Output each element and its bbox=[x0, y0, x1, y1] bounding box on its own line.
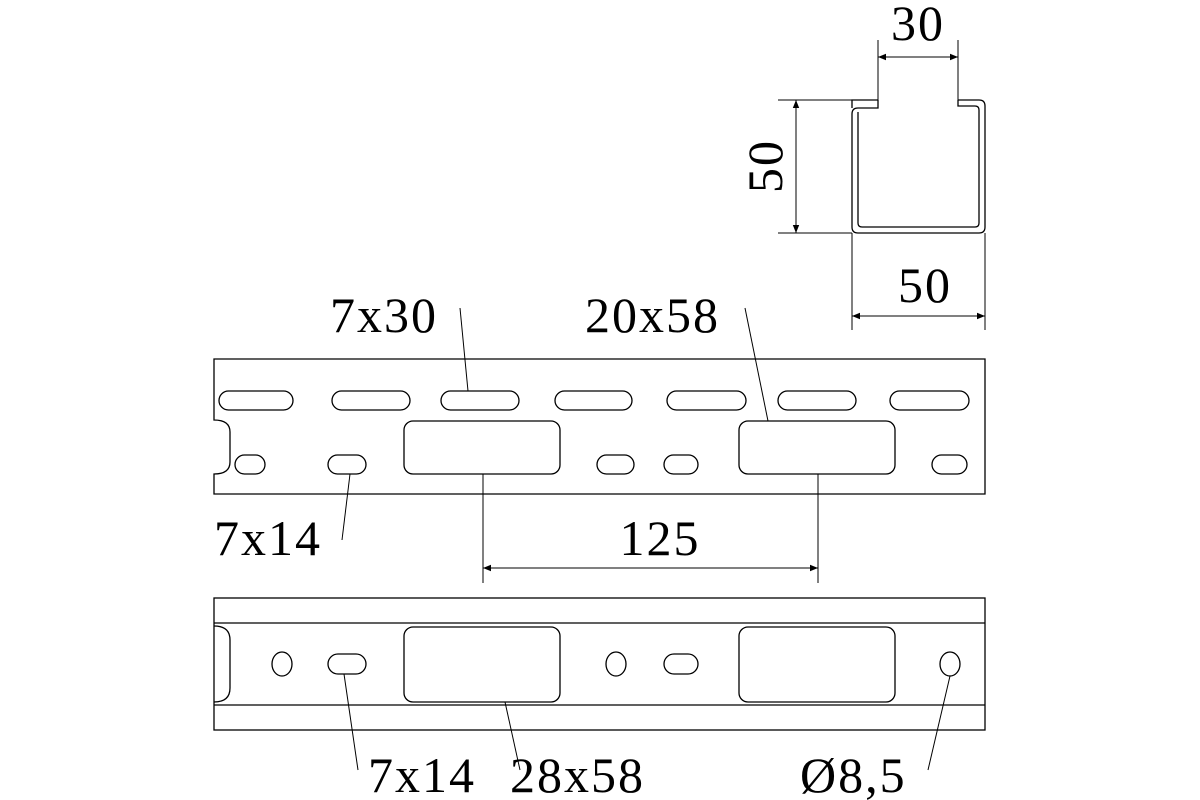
small-slots-7x14 bbox=[234, 454, 968, 475]
width-dimension: 50 bbox=[898, 257, 952, 313]
height-dimension: 50 bbox=[737, 139, 793, 193]
label-7x14-top: 7x14 bbox=[214, 510, 322, 566]
pitch-dimension: 125 bbox=[620, 510, 701, 566]
label-diameter-8-5: Ø8,5 bbox=[800, 747, 907, 800]
label-7x30: 7x30 bbox=[330, 287, 438, 343]
slot-width-dimension: 30 bbox=[891, 0, 945, 51]
label-20x58: 20x58 bbox=[585, 287, 720, 343]
base-view-strip: 7x14 28x58 Ø8,5 bbox=[213, 597, 986, 800]
top-slots-7x30 bbox=[218, 390, 970, 411]
label-7x14-bottom: 7x14 bbox=[368, 747, 476, 800]
profile-cross-section: 30 50 50 bbox=[737, 0, 986, 330]
big-windows-20x58 bbox=[403, 420, 896, 475]
side-view-strip: 7x30 20x58 7x14 125 bbox=[213, 287, 986, 583]
label-28x58: 28x58 bbox=[510, 747, 645, 800]
